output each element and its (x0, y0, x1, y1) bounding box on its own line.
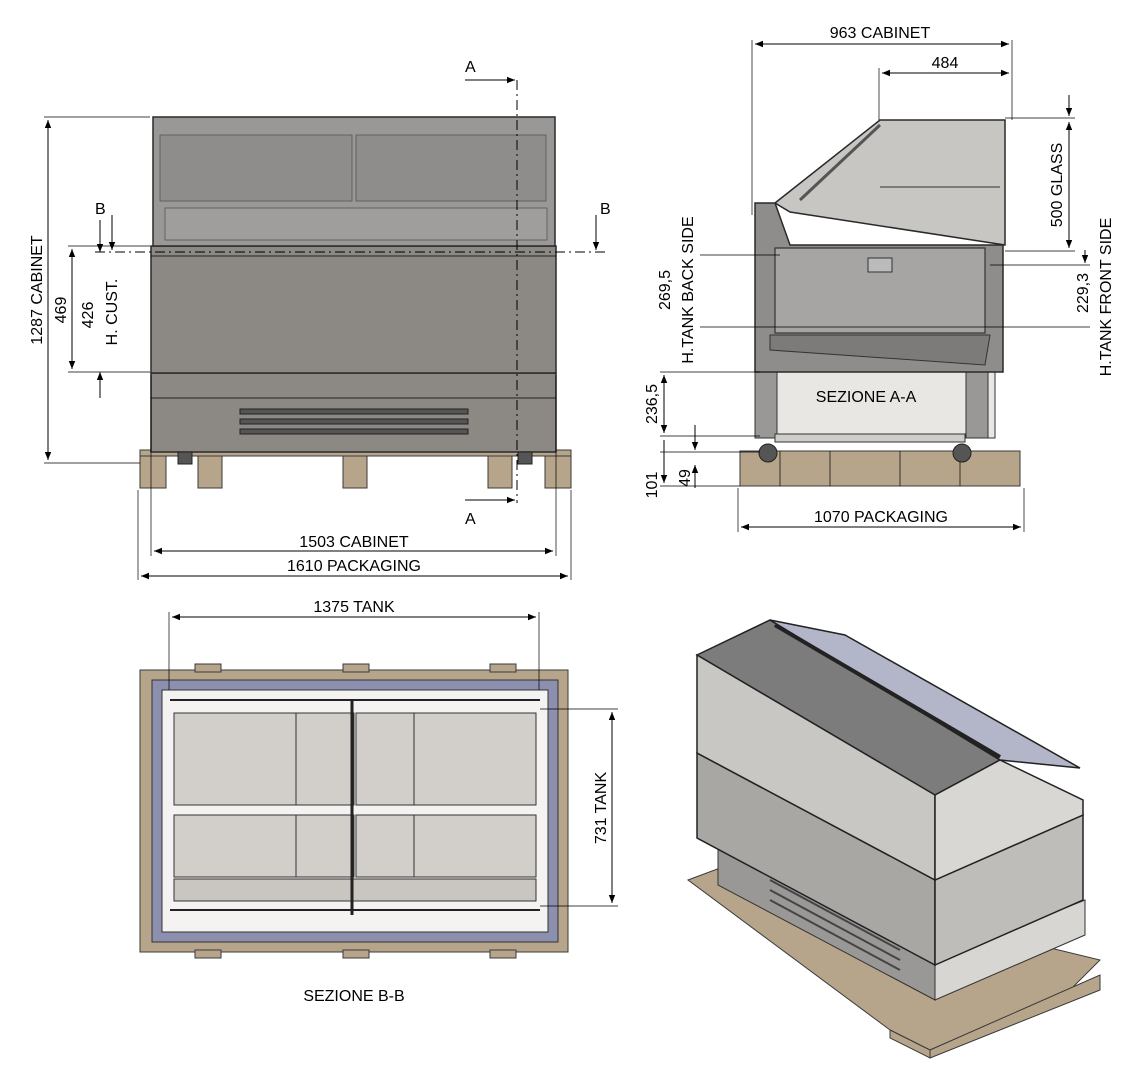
dim-101: 101 (644, 472, 661, 499)
dim-426: 426 (80, 302, 97, 329)
pan (173, 814, 297, 878)
label-tank-back: H.TANK BACK SIDE (680, 216, 697, 363)
vent-slot (239, 428, 469, 435)
dim-packaging: 1070 PACKAGING (814, 509, 948, 526)
front-view: A A B B 1287 CABINET 469 426 H. CUST. 15… (29, 59, 611, 580)
caster (517, 451, 533, 465)
dim-h-cust: H. CUST. (104, 279, 121, 346)
section-a-top: A (465, 59, 476, 76)
dim-tank-back: 269,5 (657, 270, 674, 310)
pan (173, 712, 297, 806)
pallet (739, 450, 1021, 487)
base-frame (754, 371, 996, 439)
caster (758, 443, 778, 463)
pan (355, 712, 415, 806)
pallet-foot (342, 451, 368, 489)
section-aa-label: SEZIONE A-A (816, 389, 917, 406)
section-a-bottom: A (465, 511, 476, 528)
pan (355, 814, 415, 878)
side-view: 963 CABINET 484 500 GLASS 269,5 H.TANK B… (644, 25, 1115, 532)
vent-slot (239, 418, 469, 425)
pan (295, 712, 355, 806)
section-bb-label: SEZIONE B-B (303, 988, 404, 1005)
isometric-view (686, 619, 1101, 1059)
section-b-left: B (95, 201, 106, 218)
label-tank-front: H.TANK FRONT SIDE (1098, 218, 1115, 377)
dim-width-cabinet: 1503 CABINET (299, 534, 409, 551)
pan (413, 712, 537, 806)
dim-484: 484 (932, 55, 959, 72)
dim-236: 236,5 (644, 384, 661, 424)
pan (413, 814, 537, 878)
dim-cabinet-depth: 963 CABINET (830, 25, 931, 42)
pallet-foot (197, 451, 223, 489)
section-b-right: B (600, 201, 611, 218)
tank-body (150, 245, 557, 374)
dim-49: 49 (677, 469, 694, 487)
dim-tank-front: 229,3 (1075, 273, 1092, 313)
dim-469: 469 (53, 297, 70, 324)
dim-height-cabinet: 1287 CABINET (29, 235, 46, 345)
pallet-foot (487, 451, 513, 489)
dim-tank-depth: 731 TANK (593, 772, 610, 845)
pallet-foot (139, 451, 167, 489)
caster (177, 451, 193, 465)
glass-canopy (773, 119, 1006, 246)
top-view: 1375 TANK 731 TANK SEZIONE B-B (139, 599, 618, 1005)
pan (295, 814, 355, 878)
dim-tank-width: 1375 TANK (313, 599, 395, 616)
pallet-foot (544, 451, 572, 489)
vent-slot (239, 408, 469, 415)
dim-width-packaging: 1610 PACKAGING (287, 558, 421, 575)
dim-glass: 500 GLASS (1049, 143, 1066, 228)
caster (952, 443, 972, 463)
